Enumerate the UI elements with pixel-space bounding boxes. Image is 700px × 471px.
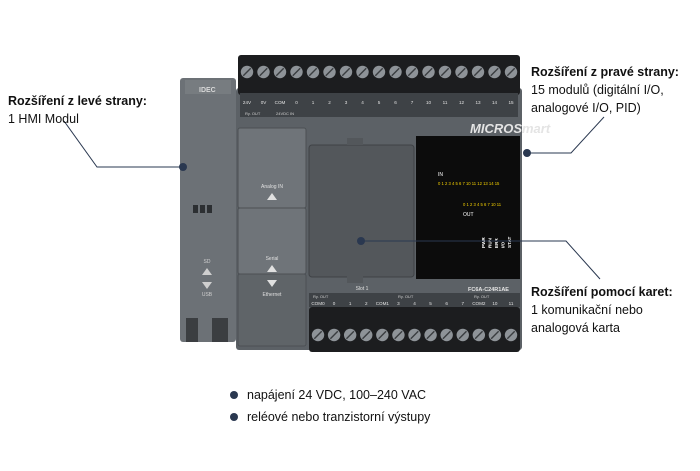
terminal-label: COM bbox=[275, 100, 286, 105]
right-callout-line-2: analogové I/O, PID) bbox=[531, 101, 641, 115]
ethernet-port bbox=[237, 273, 307, 347]
card-callout-dot bbox=[357, 237, 365, 245]
feature-list: napájení 24 VDC, 100–240 VAC reléové neb… bbox=[230, 384, 430, 428]
terminal-label: 3 bbox=[397, 301, 400, 306]
left-callout-line bbox=[63, 120, 183, 168]
card-callout-line-1: 1 komunikační nebo bbox=[531, 303, 643, 317]
terminal-label: 13 bbox=[475, 100, 481, 105]
serial-label: Serial bbox=[266, 256, 279, 262]
terminal-label: 0 bbox=[333, 301, 336, 306]
terminal-label: 11 bbox=[443, 100, 448, 105]
terminal-label: 3 bbox=[345, 100, 348, 105]
top-terminal-caption-1: Ry. OUT bbox=[245, 111, 261, 116]
terminal-label: 1 bbox=[349, 301, 352, 306]
analog-in-label: Analog IN bbox=[261, 184, 283, 190]
feature-text: reléové nebo tranzistorní výstupy bbox=[247, 410, 431, 424]
out-numbers: 0 1 2 3 4 5 6 7 10 11 bbox=[463, 202, 502, 207]
bullet-icon bbox=[230, 413, 238, 421]
terminal-label: 5 bbox=[378, 100, 381, 105]
right-callout-line bbox=[527, 116, 605, 154]
bottom-terminal-caption-1: Ry. OUT bbox=[313, 294, 329, 299]
left-expansion-callout: Rozšíření z levé strany: 1 HMI Modul bbox=[8, 92, 147, 128]
sd-arrow-icon bbox=[202, 268, 212, 275]
status-led-label: STAT bbox=[507, 236, 512, 248]
card-expansion-callout: Rozšíření pomocí karet: 1 komunikační ne… bbox=[531, 283, 696, 337]
sd-label: SD bbox=[204, 259, 211, 265]
card-callout-line bbox=[361, 240, 601, 280]
terminal-label: 10 bbox=[426, 100, 432, 105]
feature-item: napájení 24 VDC, 100–240 VAC bbox=[230, 384, 430, 406]
terminal-label: COM2 bbox=[472, 301, 486, 306]
model-number: FC6A-C24R1AE bbox=[468, 287, 509, 293]
status-led-label: ERR bbox=[494, 238, 499, 248]
terminal-label: 5 bbox=[429, 301, 432, 306]
in-label: IN bbox=[438, 172, 443, 178]
cartridge-slot-cover bbox=[308, 144, 415, 278]
card-callout-line-2: analogová karta bbox=[531, 321, 620, 335]
terminal-label: 6 bbox=[394, 100, 397, 105]
ethernet-label: Ethernet bbox=[263, 292, 283, 298]
serial-port bbox=[237, 207, 307, 275]
top-terminal-caption-2: 24VDC IN bbox=[276, 111, 294, 116]
terminal-label: 0V bbox=[261, 100, 268, 105]
left-callout-line-1: 1 HMI Modul bbox=[8, 112, 79, 126]
in-numbers: 0 1 2 3 4 5 6 7 10 11 12 13 14 15 bbox=[438, 181, 500, 186]
terminal-label: 7 bbox=[461, 301, 464, 306]
terminal-label: 14 bbox=[492, 100, 498, 105]
terminal-label: 4 bbox=[361, 100, 364, 105]
brand-logo: IDEC bbox=[199, 87, 216, 94]
terminal-label: 11 bbox=[509, 301, 514, 306]
analog-in-arrow-icon bbox=[267, 193, 277, 200]
left-callout-title: Rozšíření z levé strany: bbox=[8, 94, 147, 108]
bullet-icon bbox=[230, 391, 238, 399]
usb-arrow-icon bbox=[202, 282, 212, 289]
bottom-terminal-caption-2: Ry. OUT bbox=[398, 294, 414, 299]
terminal-label: 2 bbox=[328, 100, 331, 105]
status-led-panel bbox=[416, 136, 520, 279]
status-led-label: RUN bbox=[488, 237, 493, 248]
terminal-label: COM1 bbox=[376, 301, 390, 306]
status-led-label: I/O bbox=[501, 241, 506, 248]
ethernet-arrow-icon bbox=[267, 280, 277, 287]
terminal-label: 7 bbox=[411, 100, 414, 105]
terminal-label: COM0 bbox=[311, 301, 325, 306]
out-label: OUT bbox=[463, 212, 474, 218]
right-callout-title: Rozšíření z pravé strany: bbox=[531, 65, 679, 79]
card-callout-title: Rozšíření pomocí karet: bbox=[531, 285, 673, 299]
terminal-label: 24V bbox=[243, 100, 252, 105]
terminal-label: 6 bbox=[445, 301, 448, 306]
series-logo: MICROSmart bbox=[470, 121, 551, 136]
terminal-label: 10 bbox=[492, 301, 498, 306]
usb-label: USB bbox=[202, 292, 213, 298]
terminal-label: 12 bbox=[459, 100, 465, 105]
left-callout-dot bbox=[179, 163, 187, 171]
terminal-label: 0 bbox=[295, 100, 298, 105]
feature-item: reléové nebo tranzistorní výstupy bbox=[230, 406, 430, 428]
terminal-label: 15 bbox=[508, 100, 514, 105]
status-led-label: PWR bbox=[481, 237, 486, 248]
terminal-label: 1 bbox=[312, 100, 315, 105]
serial-arrow-icon bbox=[267, 265, 277, 272]
right-callout-dot bbox=[523, 149, 531, 157]
feature-text: napájení 24 VDC, 100–240 VAC bbox=[247, 388, 427, 402]
terminal-label: 4 bbox=[413, 301, 416, 306]
terminal-label: 2 bbox=[365, 301, 368, 306]
slot-label: Slot 1 bbox=[356, 286, 369, 292]
right-expansion-callout: Rozšíření z pravé strany: 15 modulů (dig… bbox=[531, 63, 696, 117]
right-callout-line-1: 15 modulů (digitální I/O, bbox=[531, 83, 664, 97]
bottom-terminal-caption-3: Ry. OUT bbox=[474, 294, 490, 299]
